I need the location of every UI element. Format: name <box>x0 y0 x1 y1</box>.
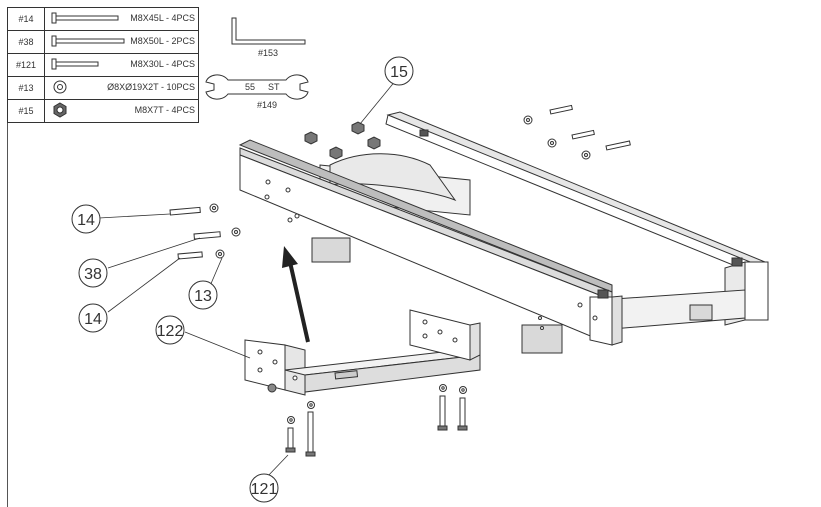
callout-number: 14 <box>84 311 102 328</box>
wrench-mark: ST <box>268 82 280 92</box>
callout-13: 13 <box>188 280 218 310</box>
callout-number: 122 <box>157 323 184 340</box>
part-description: Ø8XØ19X2T - 10PCS <box>107 82 195 92</box>
parts-row: #38 M8X50L - 2PCS <box>7 30 199 54</box>
callout-number: 14 <box>77 212 95 229</box>
frame-assembly <box>238 111 769 354</box>
callout-14: 14 <box>71 204 101 234</box>
parts-row: #14 M8X45L - 4PCS <box>7 7 199 31</box>
bolt-long-icon <box>51 12 119 24</box>
bolt-short-icon <box>51 58 99 70</box>
callout-38: 38 <box>78 258 108 288</box>
bolt-long-icon <box>51 35 125 47</box>
part-description-cell: M8X7T - 4PCS <box>44 99 199 123</box>
parts-row: #121 M8X30L - 4PCS <box>7 53 199 77</box>
wrench-label: #149 <box>257 100 277 110</box>
callout-number: 38 <box>84 266 102 283</box>
hardware-bottom <box>285 384 468 457</box>
part-description-cell: M8X50L - 2PCS <box>44 30 199 54</box>
hardware-upper <box>304 104 631 160</box>
part-description: M8X30L - 4PCS <box>130 59 195 69</box>
part-description: M8X45L - 4PCS <box>130 13 195 23</box>
callout-15: 15 <box>384 56 414 86</box>
callout-number: 13 <box>194 288 212 305</box>
parts-row: #13 Ø8XØ19X2T - 10PCS <box>7 76 199 100</box>
part-id: #15 <box>7 99 45 123</box>
wrench-icon: 55 ST <box>205 74 309 100</box>
part-description-cell: M8X45L - 4PCS <box>44 7 199 31</box>
part-id: #14 <box>7 7 45 31</box>
allen-key-label: #153 <box>258 48 278 58</box>
parts-row: #15 M8X7T - 4PCS <box>7 99 199 123</box>
hex-nut-icon <box>53 102 67 118</box>
install-direction-arrow <box>282 246 310 343</box>
bracket-122 <box>244 309 481 396</box>
part-description: M8X50L - 2PCS <box>130 36 195 46</box>
part-description-cell: Ø8XØ19X2T - 10PCS <box>44 76 199 100</box>
wrench-mark: 55 <box>245 82 255 92</box>
part-description: M8X7T - 4PCS <box>134 105 195 115</box>
parts-list-table: #14 M8X45L - 4PCS #38 M8X50L - 2PCS #121 <box>7 7 199 123</box>
washer-icon <box>53 80 67 94</box>
page-border-left <box>7 7 8 507</box>
callout-number: 121 <box>251 481 278 498</box>
allen-key-icon <box>231 17 306 45</box>
callout-number: 15 <box>390 64 408 81</box>
callout-121: 121 <box>249 473 279 503</box>
callout-14-lower: 14 <box>78 303 108 333</box>
callout-122: 122 <box>155 315 185 345</box>
part-id: #121 <box>7 53 45 77</box>
part-id: #38 <box>7 30 45 54</box>
leader-lines <box>98 79 397 479</box>
hardware-left <box>169 194 300 260</box>
